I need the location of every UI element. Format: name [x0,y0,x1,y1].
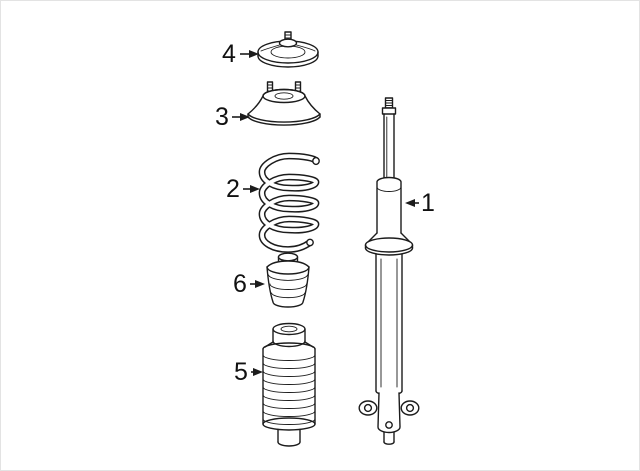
callout-6: 6 [233,270,265,298]
callout-number: 1 [421,189,435,217]
part-strut-mount [247,81,321,126]
callout-2: 2 [226,175,260,203]
callout-5: 5 [234,358,263,386]
mounting-bracket [358,392,420,445]
callout-1: 1 [405,189,435,217]
callout-4: 4 [222,40,259,68]
arrow-right-icon [250,185,260,193]
rod-threaded-tip-icon [384,97,394,109]
part-coil-spring [258,152,320,253]
part-shock-absorber [358,97,420,445]
callout-3: 3 [215,103,250,131]
part-dust-boot [262,322,316,447]
callout-number: 2 [226,175,240,203]
part-bump-stop [266,252,310,308]
callout-number: 3 [215,103,229,131]
part-spring-seat-cap [257,31,319,68]
arrow-right-icon [253,368,263,376]
callout-number: 4 [222,40,236,68]
arrow-right-icon [249,50,259,58]
arrow-right-icon [255,280,265,288]
arrow-right-icon [240,113,250,121]
arrow-left-icon [405,199,415,207]
callout-number: 5 [234,358,248,386]
callout-number: 6 [233,270,247,298]
